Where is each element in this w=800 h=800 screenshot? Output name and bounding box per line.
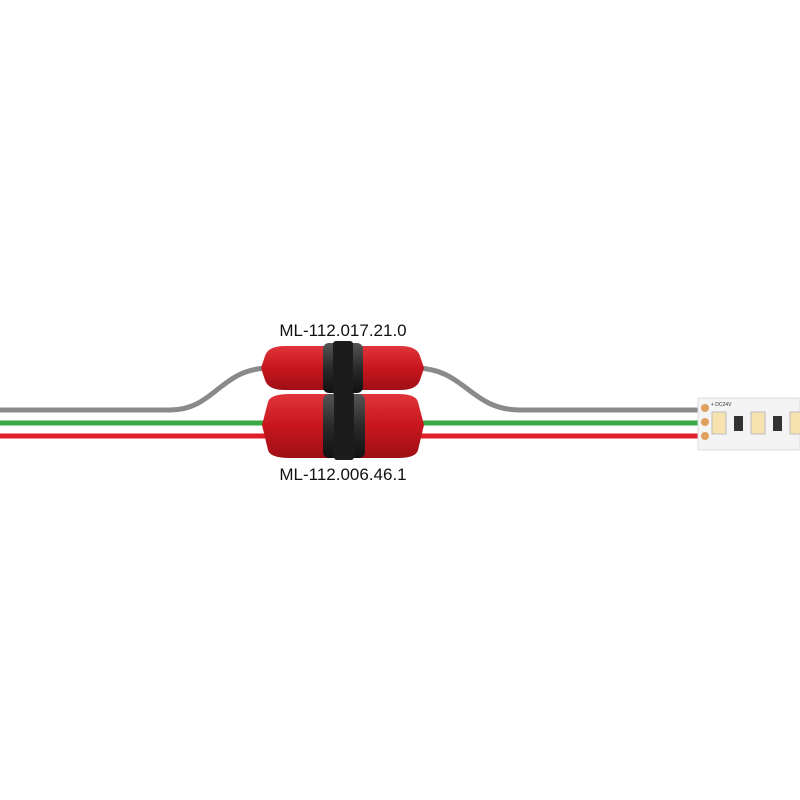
top-connector — [261, 341, 424, 395]
bottom-connector-label: ML-112.006.46.1 — [279, 465, 406, 484]
led-strip: + DC24V — [697, 397, 800, 451]
top-connector-label: ML-112.017.21.0 — [279, 321, 406, 340]
strip-marking: + DC24V — [711, 402, 732, 408]
gray-wire — [0, 365, 705, 413]
bottom-connector — [262, 392, 424, 460]
